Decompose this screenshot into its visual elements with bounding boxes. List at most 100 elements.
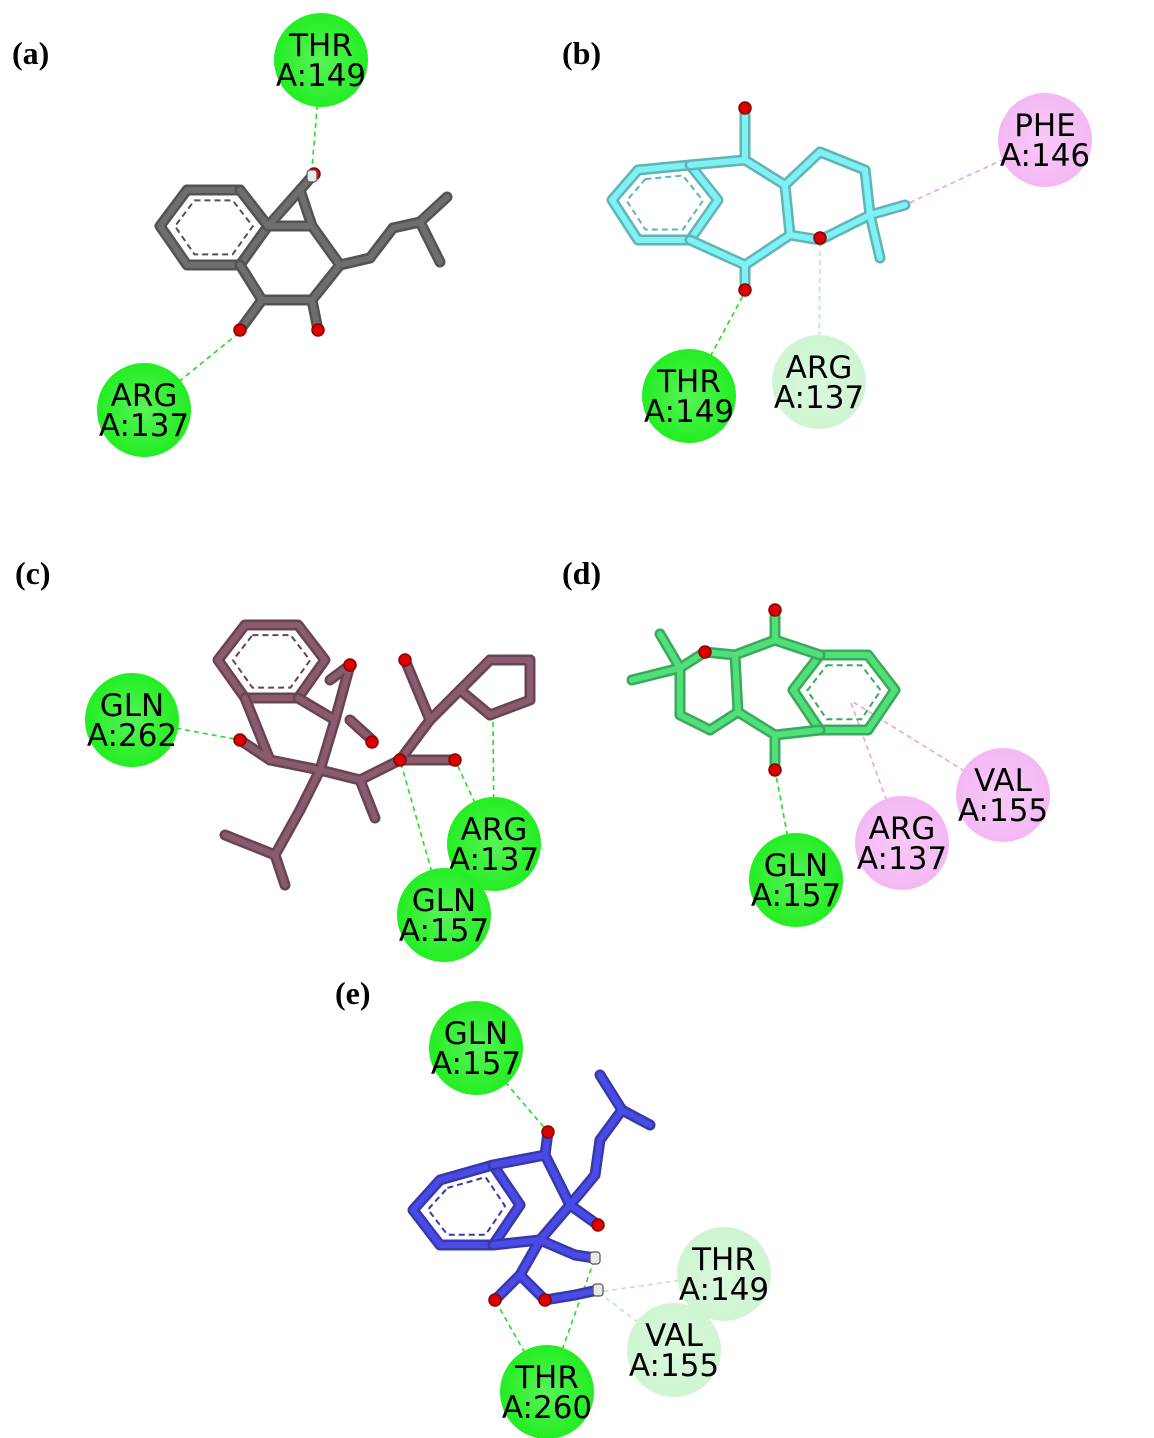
residue-id: A:149	[644, 394, 734, 430]
oxygen-atom	[233, 733, 247, 747]
residue-disc	[627, 1303, 721, 1397]
oxygen-atom	[738, 101, 752, 115]
residue-disc	[749, 833, 843, 927]
interaction-line	[849, 699, 903, 844]
residue-name: ARG	[461, 812, 528, 848]
panel-label: (b)	[562, 35, 601, 71]
oxygen-atom	[698, 645, 712, 659]
interaction-line	[904, 139, 1046, 206]
hydrogen-atom	[306, 169, 318, 183]
residue-name: PHE	[1014, 108, 1076, 144]
residue-id: A:137	[99, 408, 189, 444]
residue-name: VAL	[974, 763, 1032, 799]
oxygen-atom	[538, 1293, 552, 1307]
oxygen-atom	[768, 763, 782, 777]
residue-name: VAL	[645, 1318, 703, 1354]
residue-disc	[397, 868, 491, 962]
residue-id: A:137	[774, 380, 864, 416]
oxygen-atom	[365, 735, 379, 749]
oxygen-atom	[343, 658, 357, 672]
residue-name: THR	[514, 1360, 579, 1396]
oxygen-atom	[813, 231, 827, 245]
ligand-structure	[154, 167, 453, 337]
residue-id: A:149	[679, 1272, 769, 1308]
residue-name: ARG	[111, 378, 178, 414]
oxygen-atom	[488, 1293, 502, 1307]
panel-label: (e)	[335, 975, 371, 1011]
interaction-line	[597, 1291, 675, 1351]
residue-disc	[956, 748, 1050, 842]
residue-name: THR	[656, 364, 721, 400]
residue-disc	[772, 335, 866, 429]
residue-name: GLN	[100, 688, 164, 724]
residue-name: GLN	[444, 1016, 508, 1052]
residue-name: THR	[288, 28, 353, 64]
panel-label: (c)	[15, 555, 51, 591]
oxygen-atom	[448, 753, 462, 767]
oxygen-atom	[311, 323, 325, 337]
oxygen-atom	[233, 323, 247, 337]
ligand-structure	[626, 603, 901, 777]
residue-disc	[642, 349, 736, 443]
oxygen-atom	[591, 1218, 605, 1232]
oxygen-atom	[393, 753, 407, 767]
residue-id: A:157	[399, 913, 489, 949]
oxygen-atom	[398, 653, 412, 667]
residue-disc	[677, 1227, 771, 1321]
ligand-structure	[606, 101, 911, 297]
oxygen-atom	[738, 283, 752, 297]
residue-id: A:262	[87, 718, 177, 754]
residue-id: A:137	[449, 842, 539, 878]
ligand-structure	[407, 1069, 656, 1307]
residue-id: A:155	[629, 1348, 719, 1384]
residue-disc	[97, 363, 191, 457]
residue-name: THR	[691, 1242, 756, 1278]
residue-id: A:146	[1000, 138, 1090, 174]
residue-disc	[85, 673, 179, 767]
residue-disc	[998, 93, 1092, 187]
interaction-line	[546, 1257, 596, 1393]
oxygen-atom	[541, 1125, 555, 1139]
residue-id: A:149	[276, 58, 366, 94]
residue-disc	[274, 13, 368, 107]
residue-id: A:157	[431, 1046, 521, 1082]
oxygen-atom	[768, 603, 782, 617]
panel-label: (d)	[562, 555, 601, 591]
residue-id: A:155	[958, 793, 1048, 829]
hydrogen-atom	[592, 1283, 604, 1297]
residue-name: GLN	[412, 883, 476, 919]
residue-id: A:137	[857, 841, 947, 877]
residue-disc	[429, 1001, 523, 1095]
residue-name: GLN	[764, 848, 828, 884]
panel-label: (a)	[12, 35, 49, 71]
residue-id: A:157	[751, 878, 841, 914]
ligand-structure	[212, 619, 536, 891]
interaction-line	[818, 239, 821, 383]
residue-disc	[500, 1345, 594, 1438]
residue-name: ARG	[869, 811, 936, 847]
residue-disc	[855, 796, 949, 890]
hydrogen-atom	[589, 1251, 601, 1265]
residue-id: A:260	[502, 1390, 592, 1426]
residue-name: ARG	[786, 350, 853, 386]
